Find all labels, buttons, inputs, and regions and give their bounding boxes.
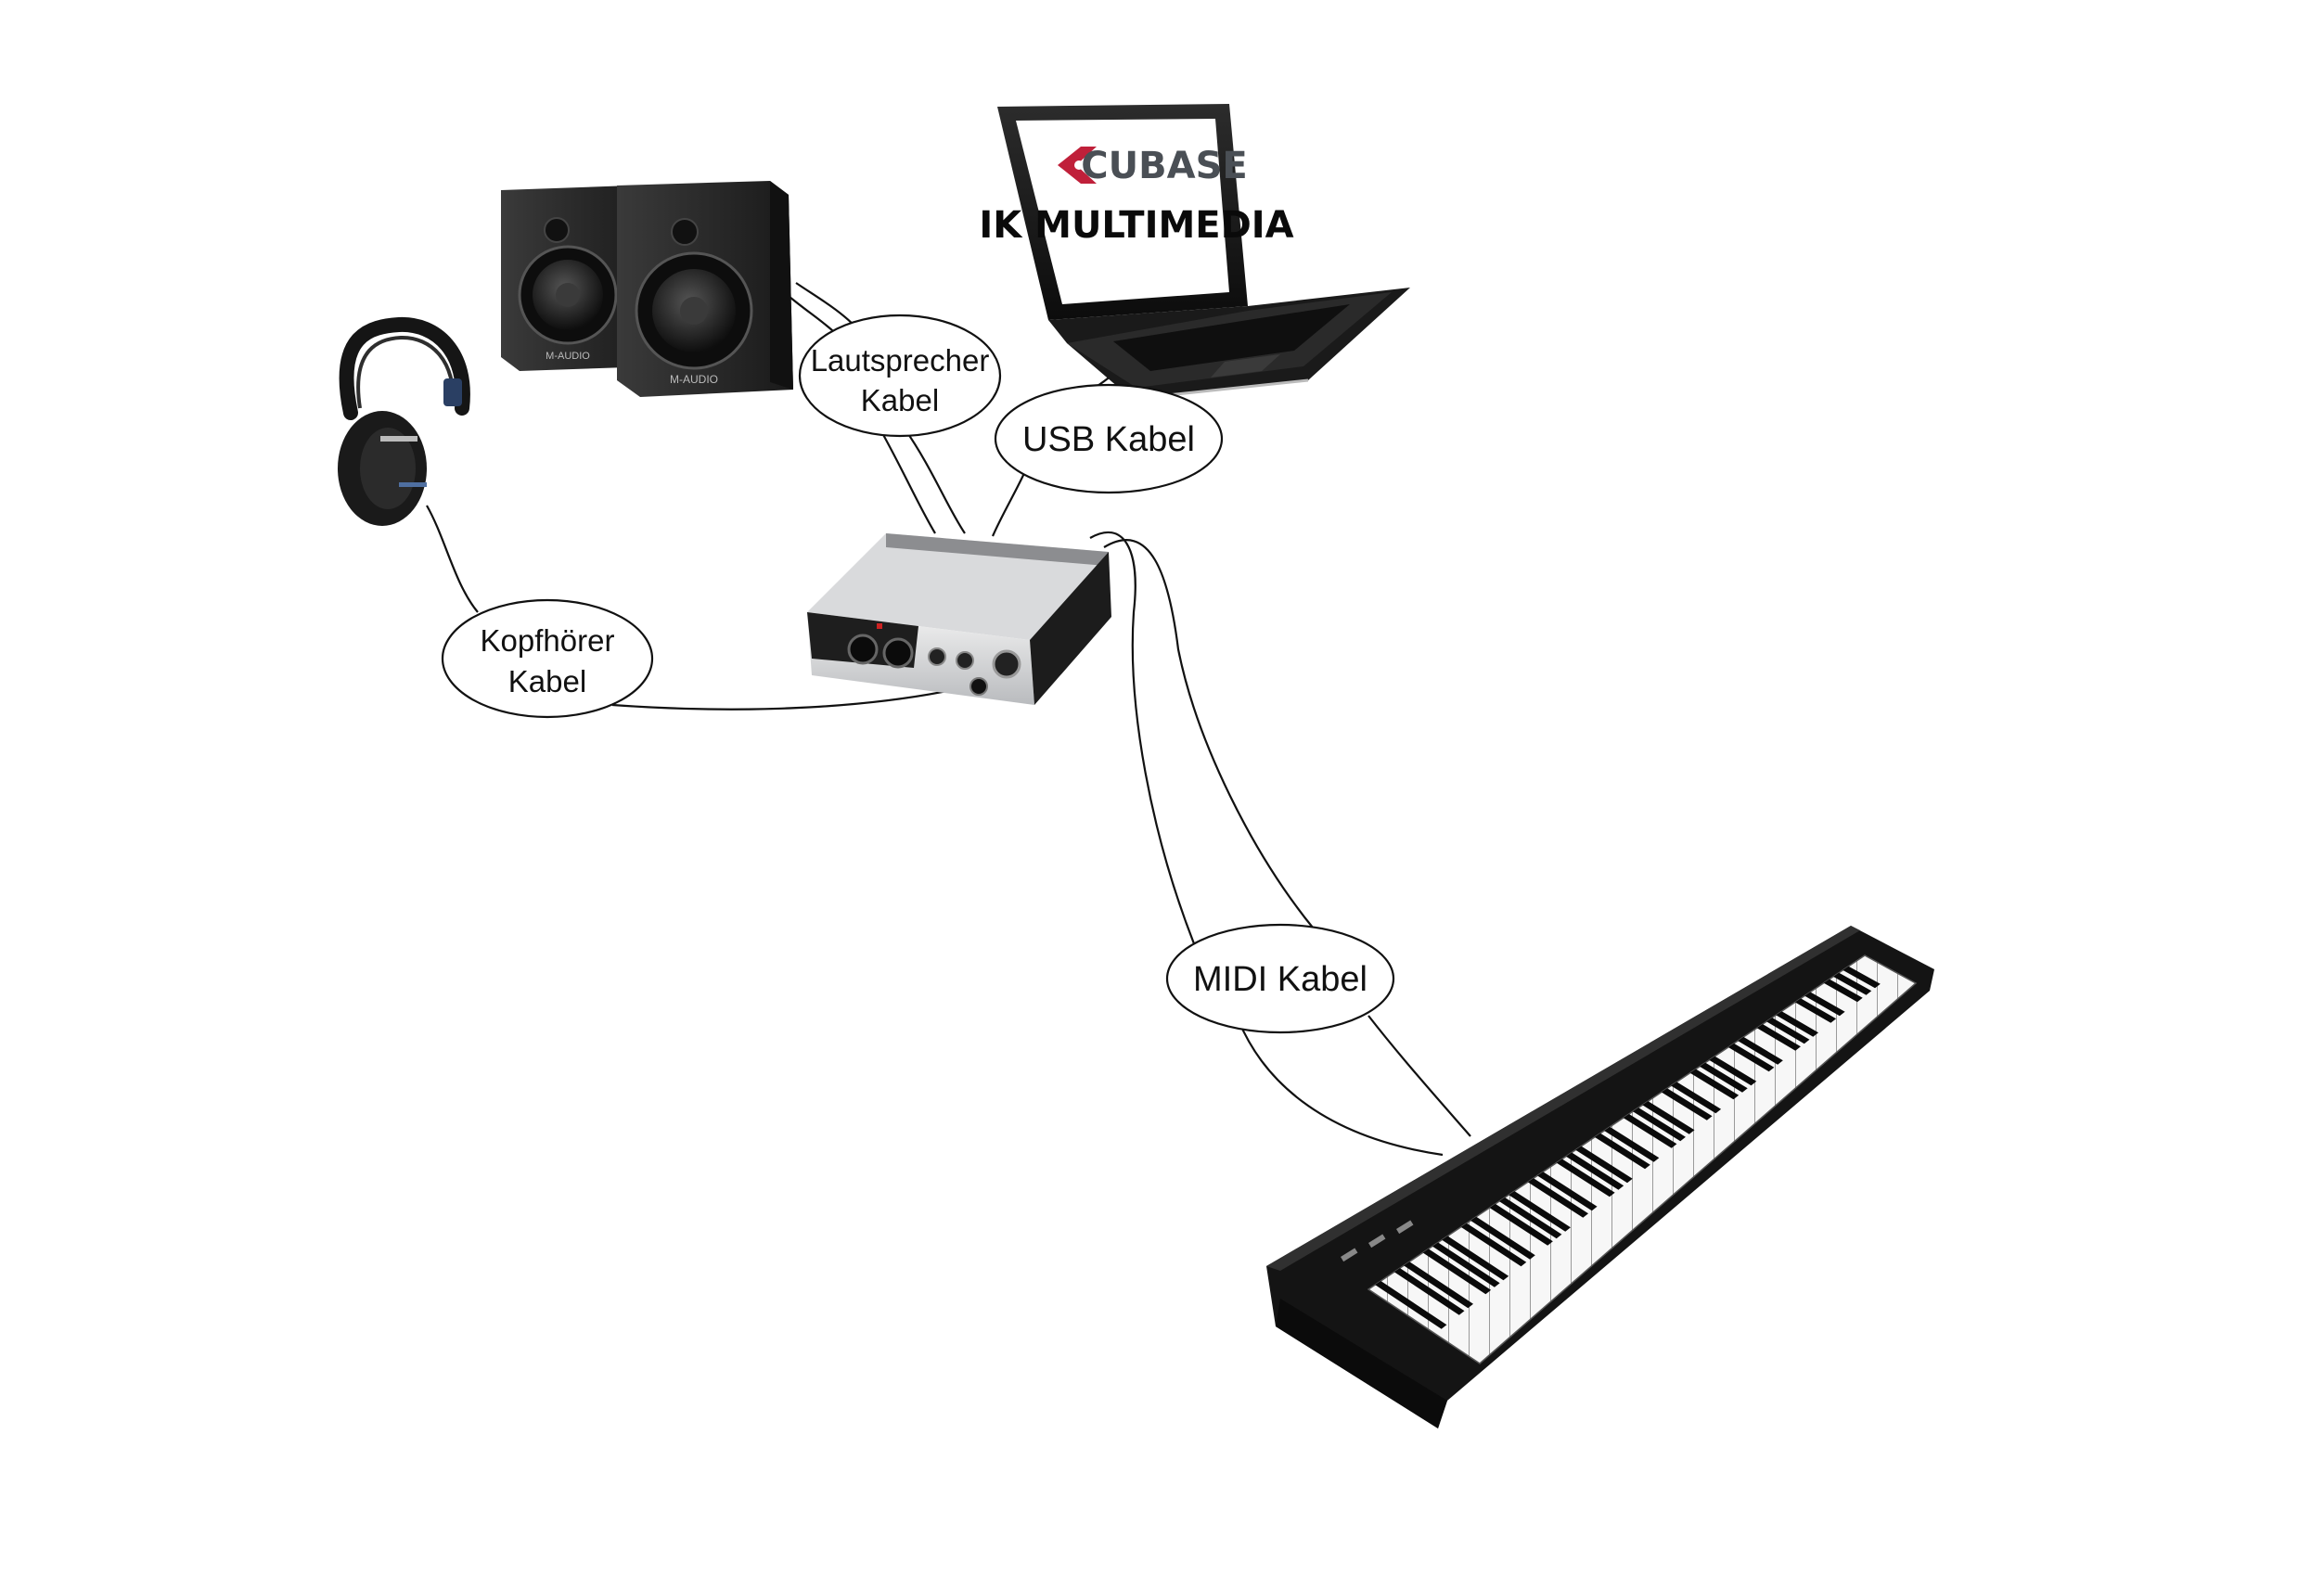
laptop-logo-line1: CUBASE — [1081, 145, 1247, 187]
midi-cable-1-lower — [1237, 1019, 1444, 1157]
midi-cable-1-upper — [1089, 531, 1199, 952]
cubase-logo-icon — [1058, 147, 1097, 184]
black-key — [1404, 1261, 1474, 1309]
studio-speakers: M-AUDIO M-AUDIO — [501, 181, 793, 397]
usb-cable-label: USB Kabel — [1022, 420, 1195, 459]
black-key — [1804, 992, 1845, 1017]
black-key — [1689, 1069, 1740, 1100]
black-key — [1432, 1242, 1500, 1287]
black-key — [1727, 1043, 1775, 1072]
black-key — [1671, 1082, 1722, 1114]
black-key — [1776, 1011, 1819, 1037]
black-key — [1756, 1024, 1801, 1051]
laptop-logo-line2: IK MULTIMEDIA — [979, 204, 1293, 247]
headphones — [338, 316, 470, 526]
usb-cable-lower — [991, 470, 1027, 537]
black-key — [1393, 1268, 1465, 1315]
cables — [426, 282, 1471, 1157]
speaker-cable-label-line2: Kabel — [861, 383, 939, 417]
headphone-cable-label-line1: Kopfhörer — [481, 623, 615, 658]
headphone-cable-label-line2: Kabel — [508, 664, 586, 698]
black-key — [1470, 1216, 1535, 1260]
black-key — [1604, 1126, 1660, 1162]
speaker-cable-label-line1: Lautsprecher — [811, 343, 990, 378]
black-key — [1509, 1191, 1571, 1232]
black-key — [1700, 1062, 1748, 1093]
black-key — [1556, 1159, 1615, 1197]
black-key — [1642, 1101, 1695, 1134]
black-key — [1537, 1172, 1598, 1211]
black-key — [1565, 1152, 1624, 1190]
black-key — [1766, 1018, 1810, 1044]
speaker-cable-2-lower — [904, 428, 966, 534]
black-key — [1422, 1249, 1492, 1295]
black-key — [1833, 972, 1872, 995]
black-key — [1623, 1114, 1677, 1148]
black-key — [1823, 979, 1863, 1003]
black-key — [1442, 1236, 1509, 1281]
black-key — [1794, 998, 1837, 1023]
laptop-keyboard — [1113, 304, 1350, 371]
label-midi-cable: MIDI Kabel — [1165, 923, 1395, 1034]
midi-cable-label: MIDI Kabel — [1193, 960, 1367, 999]
label-speaker-cable: Lautsprecher Kabel — [798, 314, 1002, 438]
midi-cable-2-lower — [1367, 1015, 1471, 1137]
label-headphone-cable: Kopfhörer Kabel — [441, 598, 654, 719]
audio-interface — [807, 533, 1111, 705]
black-key — [1575, 1146, 1633, 1184]
black-key — [1527, 1178, 1589, 1218]
black-key — [1661, 1088, 1713, 1121]
black-key — [1632, 1108, 1686, 1142]
black-key — [1375, 1281, 1447, 1329]
black-key — [1460, 1223, 1527, 1267]
digital-piano — [1266, 926, 1934, 1428]
black-keys — [1375, 966, 1881, 1329]
piano-keys — [1367, 954, 1918, 1364]
black-key — [1489, 1203, 1553, 1246]
midi-cable-2-upper — [1103, 539, 1314, 928]
black-key — [1498, 1197, 1562, 1239]
headphone-cable-upper — [426, 505, 479, 613]
black-key — [1709, 1056, 1757, 1086]
black-key — [1594, 1133, 1650, 1170]
speaker-cable-1-lower — [880, 430, 936, 534]
black-key — [1843, 966, 1881, 989]
speaker-right-brand: M-AUDIO — [670, 373, 718, 386]
black-key — [1738, 1036, 1783, 1065]
laptop: CUBASE IK MULTIMEDIA — [979, 104, 1410, 401]
speaker-right: M-AUDIO — [617, 181, 793, 397]
speaker-left-brand: M-AUDIO — [546, 351, 590, 362]
label-usb-cable: USB Kabel — [994, 383, 1224, 494]
